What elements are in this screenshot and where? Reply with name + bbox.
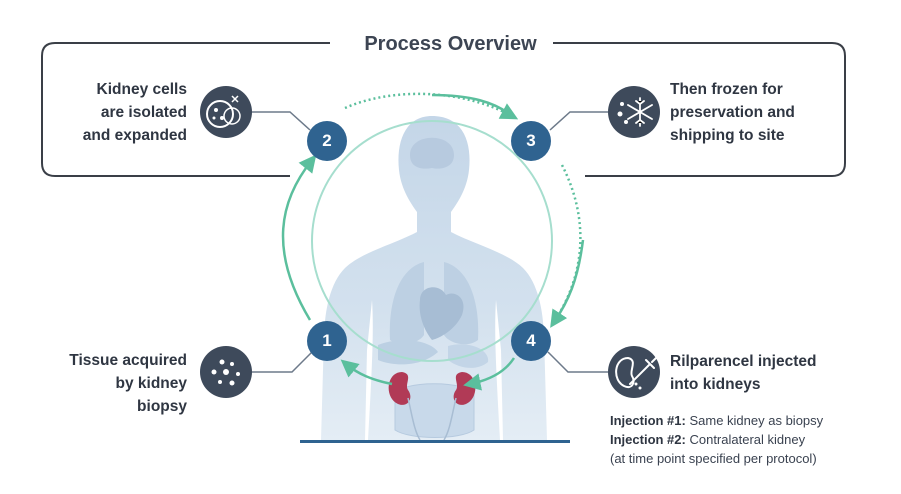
ureters — [407, 397, 457, 441]
injection-1-text: Same kidney as biopsy — [685, 413, 824, 428]
step-1-label: Tissue acquired by kidney biopsy — [69, 349, 187, 418]
step-1-line-1: Tissue acquired — [69, 352, 187, 369]
arrow-left-kidney-to-1 — [340, 359, 393, 386]
arrow-3-to-4-solid — [552, 239, 585, 323]
kidney-injection-icon — [608, 346, 660, 398]
injection-1-note: Injection #1: Same kidney as biopsy — [610, 411, 823, 430]
step-2-line-3: and expanded — [82, 127, 187, 144]
cells-dots-icon — [200, 346, 252, 398]
petri-dish-icon — [200, 86, 252, 138]
injection-1-label: Injection #1: — [610, 413, 686, 428]
arrow-1-to-2 — [281, 154, 317, 321]
step-2-line-1: Kidney cells — [96, 81, 187, 98]
step-3-line-1: Then frozen for — [670, 81, 783, 98]
connectors — [250, 111, 608, 373]
heart — [419, 287, 464, 340]
injection-2-label: Injection #2: — [610, 432, 686, 447]
step-number-2: 2 — [322, 131, 332, 150]
step-circle-3 — [511, 121, 551, 161]
step-3-label: Then frozen for preservation and shippin… — [670, 78, 795, 147]
left-lung — [389, 262, 424, 345]
protocol-note-text: (at time point specified per protocol) — [610, 451, 817, 466]
step-1-line-3: biopsy — [137, 398, 187, 415]
step-number-1: 1 — [322, 331, 332, 350]
step-circle-1 — [307, 321, 347, 361]
injection-2-note: Injection #2: Contralateral kidney — [610, 430, 823, 449]
body-silhouette — [321, 116, 547, 440]
step-4-line-1: Rilparencel injected — [670, 353, 817, 370]
liver — [378, 340, 438, 365]
overview-frame — [41, 42, 846, 177]
brain — [410, 137, 454, 169]
step-circle-2 — [307, 121, 347, 161]
arrow-4-to-right-kidney — [463, 357, 516, 391]
base-line — [300, 440, 570, 443]
left-kidney — [388, 372, 411, 405]
snowflake-icon — [608, 86, 660, 138]
step-2-label: Kidney cells are isolated and expanded — [83, 78, 187, 147]
step-1-line-2: by kidney — [115, 375, 188, 392]
step-circle-4 — [511, 321, 551, 361]
step-number-3: 3 — [526, 131, 536, 150]
step-2-line-2: are isolated — [100, 104, 187, 121]
injection-2-text: Contralateral kidney — [685, 432, 806, 447]
arrow-2-to-3-solid — [431, 93, 513, 117]
step-4-label: Rilparencel injected into kidneys — [670, 350, 816, 396]
process-ring — [311, 120, 553, 362]
arrow-2-to-3 — [344, 92, 519, 120]
injection-notes: Injection #1: Same kidney as biopsy Inje… — [610, 411, 823, 468]
step-number-4: 4 — [526, 331, 536, 350]
human-body — [300, 116, 570, 443]
cycle-arrows — [281, 92, 585, 391]
step-3-line-2: preservation and — [670, 104, 795, 121]
protocol-note: (at time point specified per protocol) — [610, 449, 823, 468]
step-4-line-2: into kidneys — [670, 376, 761, 393]
step-3-line-3: shipping to site — [670, 127, 785, 144]
